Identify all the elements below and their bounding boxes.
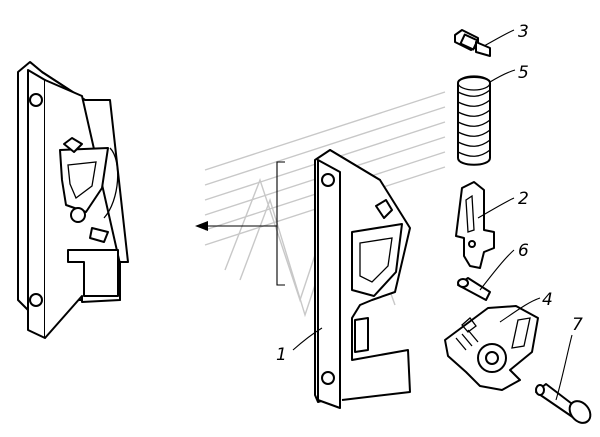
coil-spring [457, 75, 491, 166]
leader-lines [292, 29, 573, 401]
callout-axle-bolt: 7 [572, 315, 583, 335]
small-pin [457, 277, 491, 301]
pawl [444, 305, 539, 391]
callout-spring-pin: 3 [518, 22, 529, 42]
spring-pin [454, 29, 491, 57]
assembly-arrow [195, 161, 285, 286]
callout-small-pin: 6 [518, 241, 529, 261]
callout-lock-plate: 2 [518, 189, 529, 209]
axle-bolt [535, 383, 592, 424]
latch-body [314, 149, 411, 409]
callout-pawl: 4 [542, 290, 553, 310]
assembled-latch [17, 61, 129, 339]
lock-plate [455, 181, 495, 269]
callout-coil-spring: 5 [518, 63, 529, 83]
callout-latch-body: 1 [276, 345, 287, 365]
